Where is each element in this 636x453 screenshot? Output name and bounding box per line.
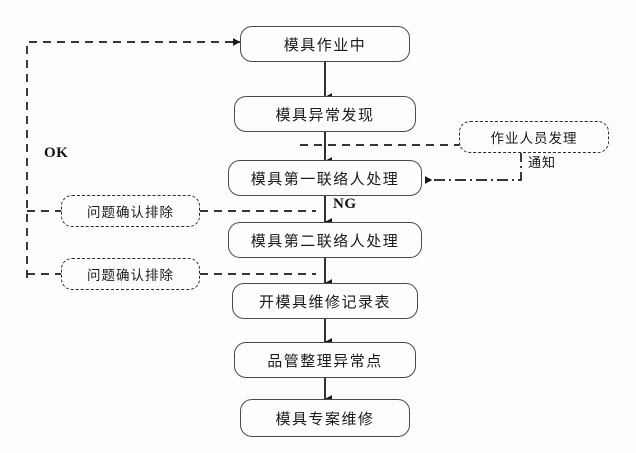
node-problem-confirmed-cleared-1[interactable]: 问题确认排除 [61, 195, 200, 227]
edge-notify [424, 151, 522, 184]
edge-label-notify: 通知 [528, 155, 557, 170]
node-label: 品管整理异常点 [267, 353, 383, 370]
node-label: 问题确认排除 [87, 205, 174, 220]
node-label: 问题确认排除 [87, 268, 174, 283]
node-special-mold-repair[interactable]: 模具专案维修 [240, 399, 410, 437]
node-abnormality-found[interactable]: 模具异常发现 [234, 96, 416, 132]
edge-label-ok: OK [44, 145, 69, 161]
node-label: 模具作业中 [283, 37, 367, 54]
edge-label-ng: NG [333, 196, 357, 212]
edge-ok-return [26, 38, 241, 278]
node-label: 模具异常发现 [275, 107, 375, 124]
node-label: 模具第二联络人处理 [250, 233, 400, 250]
node-first-contact-handling[interactable]: 模具第一联络人处理 [228, 160, 422, 196]
node-qc-collect-abnormal-points[interactable]: 品管整理异常点 [234, 342, 416, 378]
node-mold-operating[interactable]: 模具作业中 [240, 26, 410, 62]
node-operator-handling[interactable]: 作业人员发理 [459, 121, 609, 153]
node-open-repair-record[interactable]: 开模具维修记录表 [232, 283, 418, 319]
node-second-contact-handling[interactable]: 模具第二联络人处理 [228, 222, 422, 258]
node-label: 开模具维修记录表 [258, 294, 391, 311]
node-label: 作业人员发理 [490, 131, 578, 146]
node-label: 模具专案维修 [275, 411, 375, 428]
node-label: 模具第一联络人处理 [250, 171, 400, 188]
node-problem-confirmed-cleared-2[interactable]: 问题确认排除 [61, 258, 200, 290]
